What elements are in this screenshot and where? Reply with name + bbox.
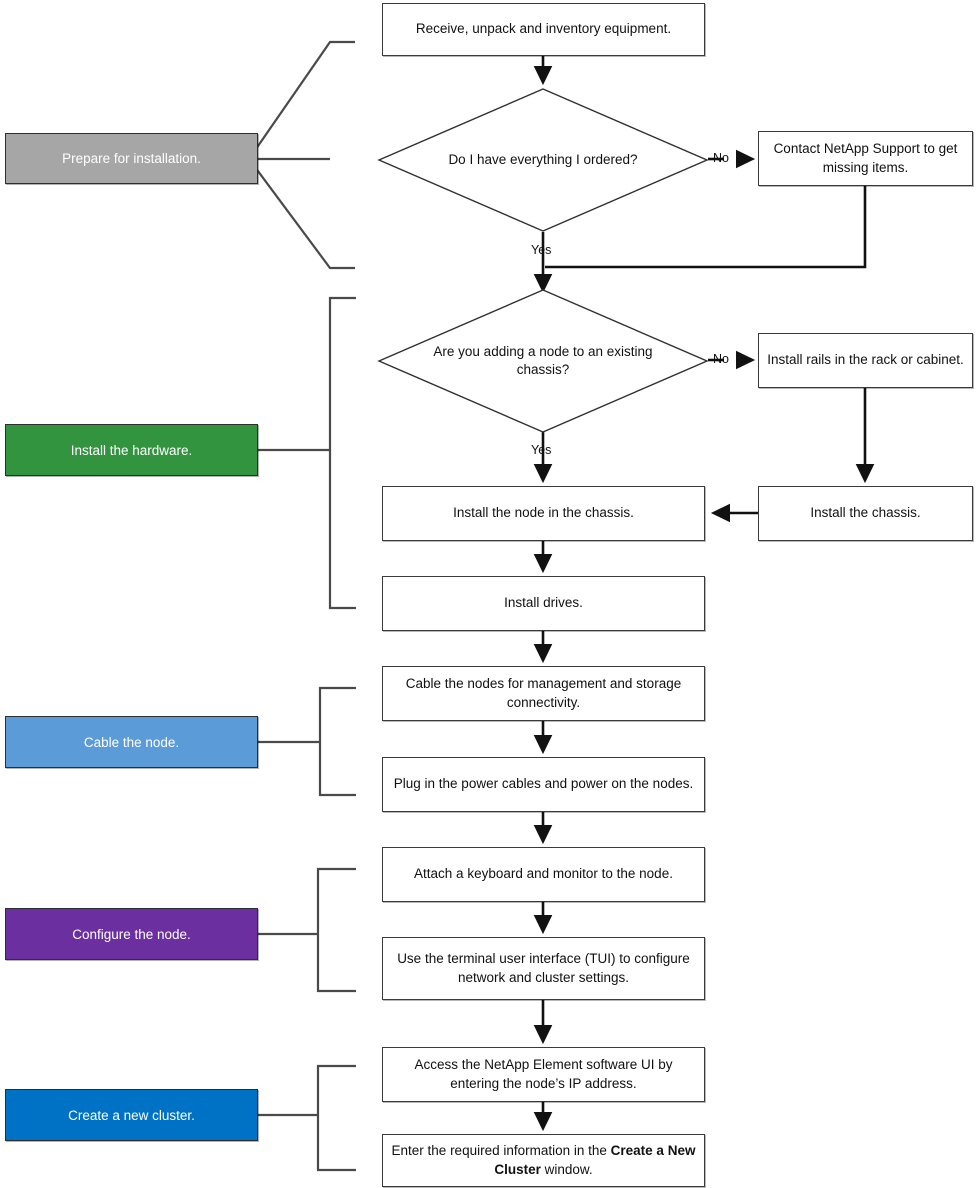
stage-label-cable-node[interactable]: Cable the node. xyxy=(5,716,258,768)
stage-label-install-hardware[interactable]: Install the hardware. xyxy=(5,424,258,476)
stage-label-text: Install the hardware. xyxy=(70,442,193,458)
step-text: Install drives. xyxy=(504,595,583,611)
edge-label-no-1: No xyxy=(713,151,729,165)
step-text: Install the node in the chassis. xyxy=(453,505,634,521)
step-text-bold: Create a New Cluster xyxy=(494,1143,696,1177)
brace-cable xyxy=(258,686,356,797)
step-install-rails[interactable]: Install rails in the rack or cabinet. xyxy=(758,333,973,388)
step-text: Attach a keyboard and monitor to the nod… xyxy=(414,866,673,882)
step-text: Receive, unpack and inventory equipment. xyxy=(415,21,672,37)
edge-label-no-2: No xyxy=(713,352,729,366)
step-cable-nodes[interactable]: Cable the nodes for management and stora… xyxy=(382,666,705,721)
stage-label-text: Create a new cluster. xyxy=(68,1107,195,1123)
step-text: Plug in the power cables and power on th… xyxy=(393,776,694,792)
stage-label-text: Configure the node. xyxy=(72,926,191,942)
diamond-shape xyxy=(377,289,709,433)
step-text-prefix: Enter the required information in the xyxy=(391,1143,611,1159)
step-text: Install rails in the rack or cabinet. xyxy=(767,352,964,368)
brace-cluster xyxy=(258,1064,356,1172)
edge-label-yes-1: Yes xyxy=(531,243,552,257)
step-text: Access the NetApp Element software UI by… xyxy=(414,1057,673,1091)
edge-label-yes-2: Yes xyxy=(531,443,552,457)
step-access-element-ui[interactable]: Access the NetApp Element software UI by… xyxy=(382,1047,705,1102)
step-text-suffix: window. xyxy=(540,1161,593,1177)
stage-label-create-cluster[interactable]: Create a new cluster. xyxy=(5,1089,258,1141)
brace-configure xyxy=(258,867,356,993)
decision-adding-node[interactable]: Are you adding a node to an existing cha… xyxy=(377,289,709,433)
step-text: Cable the nodes for management and stora… xyxy=(405,676,682,710)
step-text: Install the chassis. xyxy=(810,505,921,521)
step-use-tui[interactable]: Use the terminal user interface (TUI) to… xyxy=(382,937,705,1000)
decision-everything-ordered[interactable]: Do I have everything I ordered? xyxy=(377,88,709,232)
step-text: Use the terminal user interface (TUI) to… xyxy=(397,951,690,985)
decision-text: Do I have everything I ordered? xyxy=(448,151,638,167)
stage-label-text: Cable the node. xyxy=(83,734,180,750)
brace-install xyxy=(258,296,356,610)
step-attach-keyboard-monitor[interactable]: Attach a keyboard and monitor to the nod… xyxy=(382,847,705,902)
stage-label-text: Prepare for installation. xyxy=(62,151,201,166)
diamond-shape xyxy=(377,88,709,232)
step-install-drives[interactable]: Install drives. xyxy=(382,576,705,631)
step-install-node-in-chassis[interactable]: Install the node in the chassis. xyxy=(382,486,705,541)
step-enter-cluster-info[interactable]: Enter the required information in the Cr… xyxy=(382,1134,705,1187)
stage-label-configure-node[interactable]: Configure the node. xyxy=(5,908,258,960)
step-contact-netapp-support[interactable]: Contact NetApp Support to get missing it… xyxy=(758,131,973,186)
step-text: Enter the required information in the Cr… xyxy=(391,1142,696,1178)
step-receive-equipment[interactable]: Receive, unpack and inventory equipment. xyxy=(382,3,705,56)
step-text: Contact NetApp Support to get missing it… xyxy=(773,141,958,175)
step-install-chassis[interactable]: Install the chassis. xyxy=(758,486,973,541)
step-power-on-nodes[interactable]: Plug in the power cables and power on th… xyxy=(382,757,705,812)
brace-prepare xyxy=(247,40,355,270)
stage-label-prepare[interactable]: Prepare for installation. xyxy=(5,133,258,184)
decision-text: Are you adding a node to an existing cha… xyxy=(433,343,653,377)
